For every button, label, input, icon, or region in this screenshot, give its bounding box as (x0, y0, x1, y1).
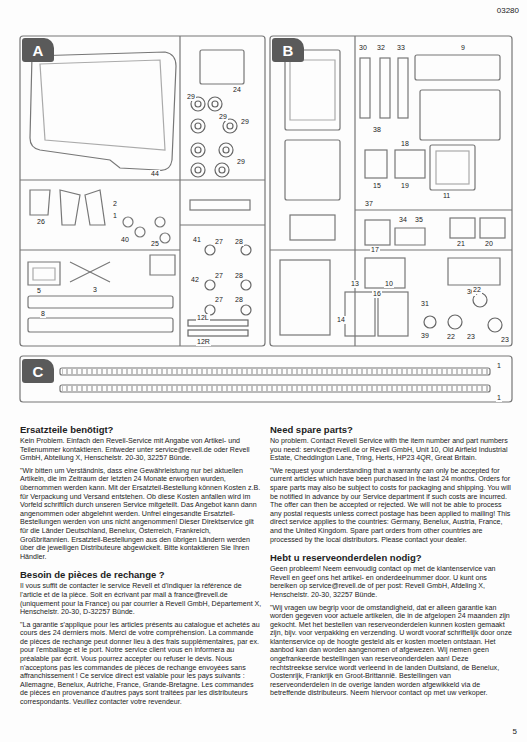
part-number: 10 (384, 280, 394, 288)
part-number: 34 (398, 216, 408, 224)
part-number: 28 (234, 272, 244, 280)
part-number: 29 (240, 118, 250, 126)
part-number: 37 (364, 200, 374, 208)
part-number: 40 (120, 236, 130, 244)
language-section: Hebt u reserveonderdelen nodig? Geen prob… (270, 552, 512, 698)
part-number: 26 (36, 218, 46, 226)
body-text: No problem. Contact Revell Service with … (270, 437, 512, 463)
part-number: 18 (400, 140, 410, 148)
part-number: 20 (484, 240, 494, 248)
sprue-letter: A (33, 42, 44, 59)
part-number: 9 (460, 44, 466, 52)
part-number: 24 (232, 86, 242, 94)
part-number: 27 (214, 272, 224, 280)
sprue-letter-badge: A (22, 38, 54, 62)
body-text: "La garantie s'applique pour les article… (20, 621, 262, 707)
part-number: 17 (370, 246, 380, 254)
section-heading: Hebt u reserveonderdelen nodig? (270, 552, 512, 563)
part-number: 8 (40, 310, 46, 318)
part-number: 38 (372, 126, 382, 134)
part-number: 32 (376, 44, 386, 52)
body-text: "Wir bitten um Verständnis, dass eine Ge… (20, 467, 262, 562)
section-heading: Need spare parts? (270, 424, 512, 435)
body-text: Il vous suffit de contacter le service R… (20, 582, 262, 616)
part-number: 1 (496, 394, 502, 402)
part-number: 31 (420, 300, 430, 308)
part-number: 42 (190, 276, 200, 284)
part-number: 22 (446, 333, 456, 341)
sprue-letter: C (33, 363, 44, 380)
body-text: Kein Problem. Einfach den Revell-Service… (20, 437, 262, 463)
part-number: 29 (186, 93, 196, 101)
part-number: 14 (336, 316, 346, 324)
part-number: 29 (236, 158, 246, 166)
part-number: 44 (150, 170, 160, 178)
part-number: 23 (500, 336, 510, 344)
part-number: 41 (192, 236, 202, 244)
part-number: 2 (112, 200, 118, 208)
section-heading: Ersatzteile benötigt? (20, 424, 262, 435)
part-number: 35 (414, 216, 424, 224)
part-number: 23 (466, 333, 476, 341)
body-text: "We request your understanding that a wa… (270, 467, 512, 544)
part-number: 39 (420, 332, 430, 340)
part-number: 1 (112, 212, 118, 220)
part-number: 22 (472, 286, 482, 294)
part-number: 29 (218, 113, 228, 121)
part-number: 1 (496, 362, 502, 370)
part-number: 12L (196, 314, 210, 322)
part-number: 33 (396, 44, 406, 52)
part-number: 27 (214, 296, 224, 304)
part-number: 11 (442, 192, 451, 200)
sprue-letter-badge: B (272, 38, 304, 62)
part-number: 12R (196, 338, 211, 346)
part-number: 3 (92, 286, 98, 294)
section-heading: Besoin de pièces de rechange ? (20, 569, 262, 580)
part-number: 19 (400, 182, 410, 190)
body-text: Geen probleem! Neem eenvoudig contact op… (270, 565, 512, 599)
part-number: 28 (234, 296, 244, 304)
sprue-letter: B (283, 42, 294, 59)
part-number: 15 (372, 182, 382, 190)
sprue-letter-badge: C (22, 359, 54, 383)
text-column: Ersatzteile benötigt? Kein Problem. Einfa… (20, 424, 262, 715)
part-number: 25 (150, 240, 160, 248)
language-section: Need spare parts? No problem. Contact Rev… (270, 424, 512, 544)
language-section: Ersatzteile benötigt? Kein Problem. Einfa… (20, 424, 262, 561)
language-section: Besoin de pièces de rechange ? Il vous su… (20, 569, 262, 706)
part-number: 16 (372, 290, 382, 298)
part-number: 13 (350, 280, 360, 288)
text-column: Need spare parts? No problem. Contact Rev… (270, 424, 512, 706)
page-code: 03280 (497, 6, 519, 15)
part-number: 30 (358, 44, 368, 52)
part-number: 27 (214, 238, 224, 246)
page-number: 5 (513, 727, 517, 736)
part-number: 5 (36, 287, 42, 295)
part-number: 21 (456, 240, 466, 248)
body-text: "Wij vragen uw begrip voor de omstandigh… (270, 604, 512, 699)
part-number: 28 (234, 238, 244, 246)
